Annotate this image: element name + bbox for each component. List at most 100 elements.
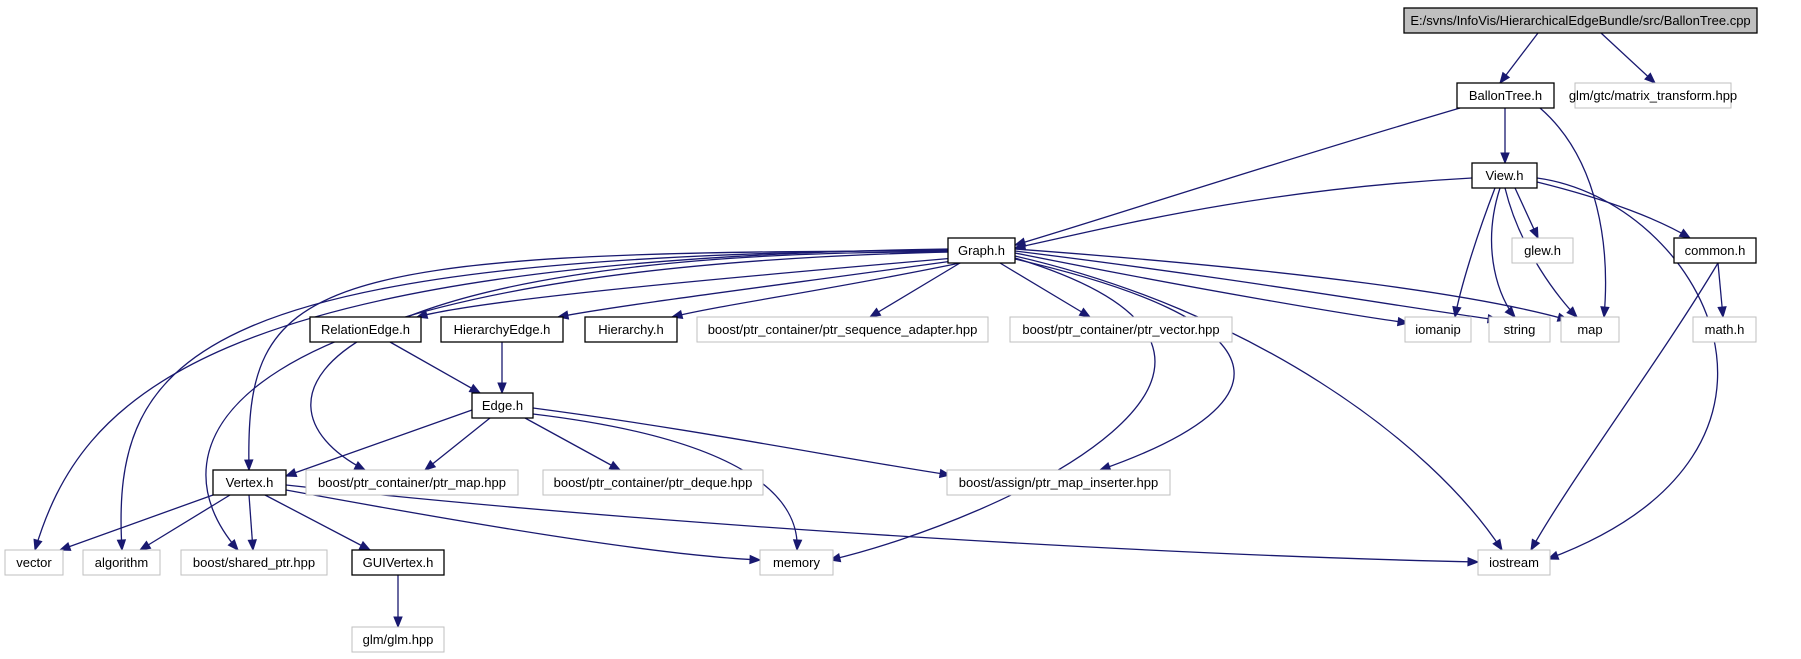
node-label: BallonTree.h <box>1469 88 1542 103</box>
node-box <box>946 469 1171 496</box>
node-glm-hpp: glm/glm.hpp <box>351 626 445 653</box>
arrow-head-icon <box>1098 462 1112 472</box>
edge-edge_h-to-ptr_map_inserter <box>532 407 952 479</box>
edge-ballontree_h-to-graph_h <box>1013 107 1461 247</box>
arrow-head-icon <box>1500 152 1510 165</box>
node-map: map <box>1560 316 1620 343</box>
edge-graph_h-to-ptr_seq <box>868 262 961 318</box>
edge-vertex_h-to-vector <box>58 494 214 551</box>
edge-view_h-to-string <box>1491 187 1516 319</box>
edge-line <box>139 494 231 551</box>
edge-line <box>1014 255 1503 551</box>
node-box <box>1009 316 1233 343</box>
arrow-head-icon <box>247 539 257 552</box>
edge-view_h-to-glew_h <box>1514 187 1539 240</box>
node-ptr-vector: boost/ptr_container/ptr_vector.hpp <box>1009 316 1233 343</box>
edge-view_h-to-common_h <box>1536 181 1692 239</box>
edge-line <box>1014 107 1461 246</box>
arrow-head-icon <box>423 459 437 471</box>
node-common-h[interactable]: common.h <box>1673 237 1757 264</box>
node-label: boost/ptr_container/ptr_vector.hpp <box>1022 322 1219 337</box>
edge-graph_h-to-memory <box>828 257 1156 563</box>
edge-line <box>285 409 473 477</box>
node-box <box>305 469 519 496</box>
node-hierarchy-h[interactable]: Hierarchy.h <box>584 316 678 343</box>
edge-line <box>1014 258 1235 471</box>
edge-common_h-to-math_h <box>1717 262 1727 319</box>
node-label: algorithm <box>95 555 148 570</box>
edge-ballontree_h-to-view_h <box>1500 108 1510 165</box>
node-label: Hierarchy.h <box>598 322 664 337</box>
node-root[interactable]: E:/svns/InfoVis/HierarchicalEdgeBundle/s… <box>1403 7 1758 34</box>
edge-line <box>264 494 371 551</box>
node-label: glew.h <box>1524 243 1561 258</box>
edge-graph_h-to-shared_ptr <box>205 251 949 552</box>
edge-line <box>1014 252 1409 324</box>
node-label: math.h <box>1705 322 1745 337</box>
edge-edge_h-to-ptr_map <box>423 417 491 471</box>
node-box <box>1403 7 1758 34</box>
node-ptr-map-inserter: boost/assign/ptr_map_inserter.hpp <box>946 469 1171 496</box>
node-label: glm/glm.hpp <box>363 632 434 647</box>
edge-line <box>34 248 949 551</box>
edge-hierarchyedge_h-to-edge_h <box>497 342 507 395</box>
edge-graph_h-to-ptr_vector <box>999 262 1092 318</box>
node-box <box>1471 162 1538 189</box>
arrow-head-icon <box>1530 538 1541 552</box>
edge-graph_h-to-string <box>1014 250 1500 324</box>
arrow-head-icon <box>1492 538 1503 552</box>
node-math-h: math.h <box>1692 316 1757 343</box>
node-ptr-map: boost/ptr_container/ptr_map.hpp <box>305 469 519 496</box>
node-guivertex-h[interactable]: GUIVertex.h <box>351 549 445 576</box>
node-box <box>351 626 445 653</box>
node-box <box>542 469 764 496</box>
node-string: string <box>1488 316 1551 343</box>
node-box <box>1692 316 1757 343</box>
node-glm-matrix: glm/gtc/matrix_transform.hpp <box>1569 82 1737 109</box>
arrow-head-icon <box>284 468 298 477</box>
arrow-head-icon <box>1600 306 1610 319</box>
node-edge-h[interactable]: Edge.h <box>471 392 534 419</box>
edge-line <box>120 249 949 551</box>
arrow-head-icon <box>1499 71 1511 85</box>
edge-line <box>248 250 949 471</box>
arrow-head-icon <box>1546 550 1560 560</box>
edge-vertex_h-to-iostream <box>285 484 1480 567</box>
arrow-head-icon <box>868 307 882 318</box>
node-label: Graph.h <box>958 243 1005 258</box>
edge-line <box>532 407 951 476</box>
node-box <box>1560 316 1620 343</box>
node-hierarchyedge-h[interactable]: HierarchyEdge.h <box>440 316 564 343</box>
node-relationedge-h[interactable]: RelationEdge.h <box>309 316 422 343</box>
edge-graph_h-to-vertex_h <box>244 250 949 472</box>
node-box <box>947 237 1016 264</box>
node-ballontree-h[interactable]: BallonTree.h <box>1456 82 1555 109</box>
arrow-head-icon <box>1717 306 1727 319</box>
arrow-head-icon <box>58 541 72 551</box>
arrow-head-icon <box>1566 306 1578 318</box>
node-box <box>584 316 678 343</box>
edge-line <box>285 489 761 561</box>
edge-line <box>285 484 1479 563</box>
node-label: map <box>1577 322 1602 337</box>
edge-line <box>416 257 956 318</box>
edge-root-to-ballontree_h <box>1499 32 1539 85</box>
edge-edge_h-to-vertex_h <box>284 409 473 477</box>
arrow-head-icon <box>1504 305 1516 319</box>
node-view-h[interactable]: View.h <box>1471 162 1538 189</box>
node-label: glm/gtc/matrix_transform.hpp <box>1569 88 1737 103</box>
edge-line <box>205 251 949 551</box>
node-vertex-h[interactable]: Vertex.h <box>212 469 287 496</box>
node-box <box>1477 549 1551 576</box>
edge-line <box>1014 177 1473 249</box>
node-graph-h[interactable]: Graph.h <box>947 237 1016 264</box>
node-ptr-deque: boost/ptr_container/ptr_deque.hpp <box>542 469 764 496</box>
node-iomanip: iomanip <box>1404 316 1472 343</box>
edge-view_h-to-iomanip <box>1452 187 1496 319</box>
edge-root-to-glm_matrix <box>1600 32 1656 84</box>
edge-line <box>671 261 966 318</box>
arrow-head-icon <box>415 309 429 319</box>
node-iostream: iostream <box>1477 549 1551 576</box>
node-label: common.h <box>1685 243 1746 258</box>
arrow-head-icon <box>1078 307 1092 318</box>
